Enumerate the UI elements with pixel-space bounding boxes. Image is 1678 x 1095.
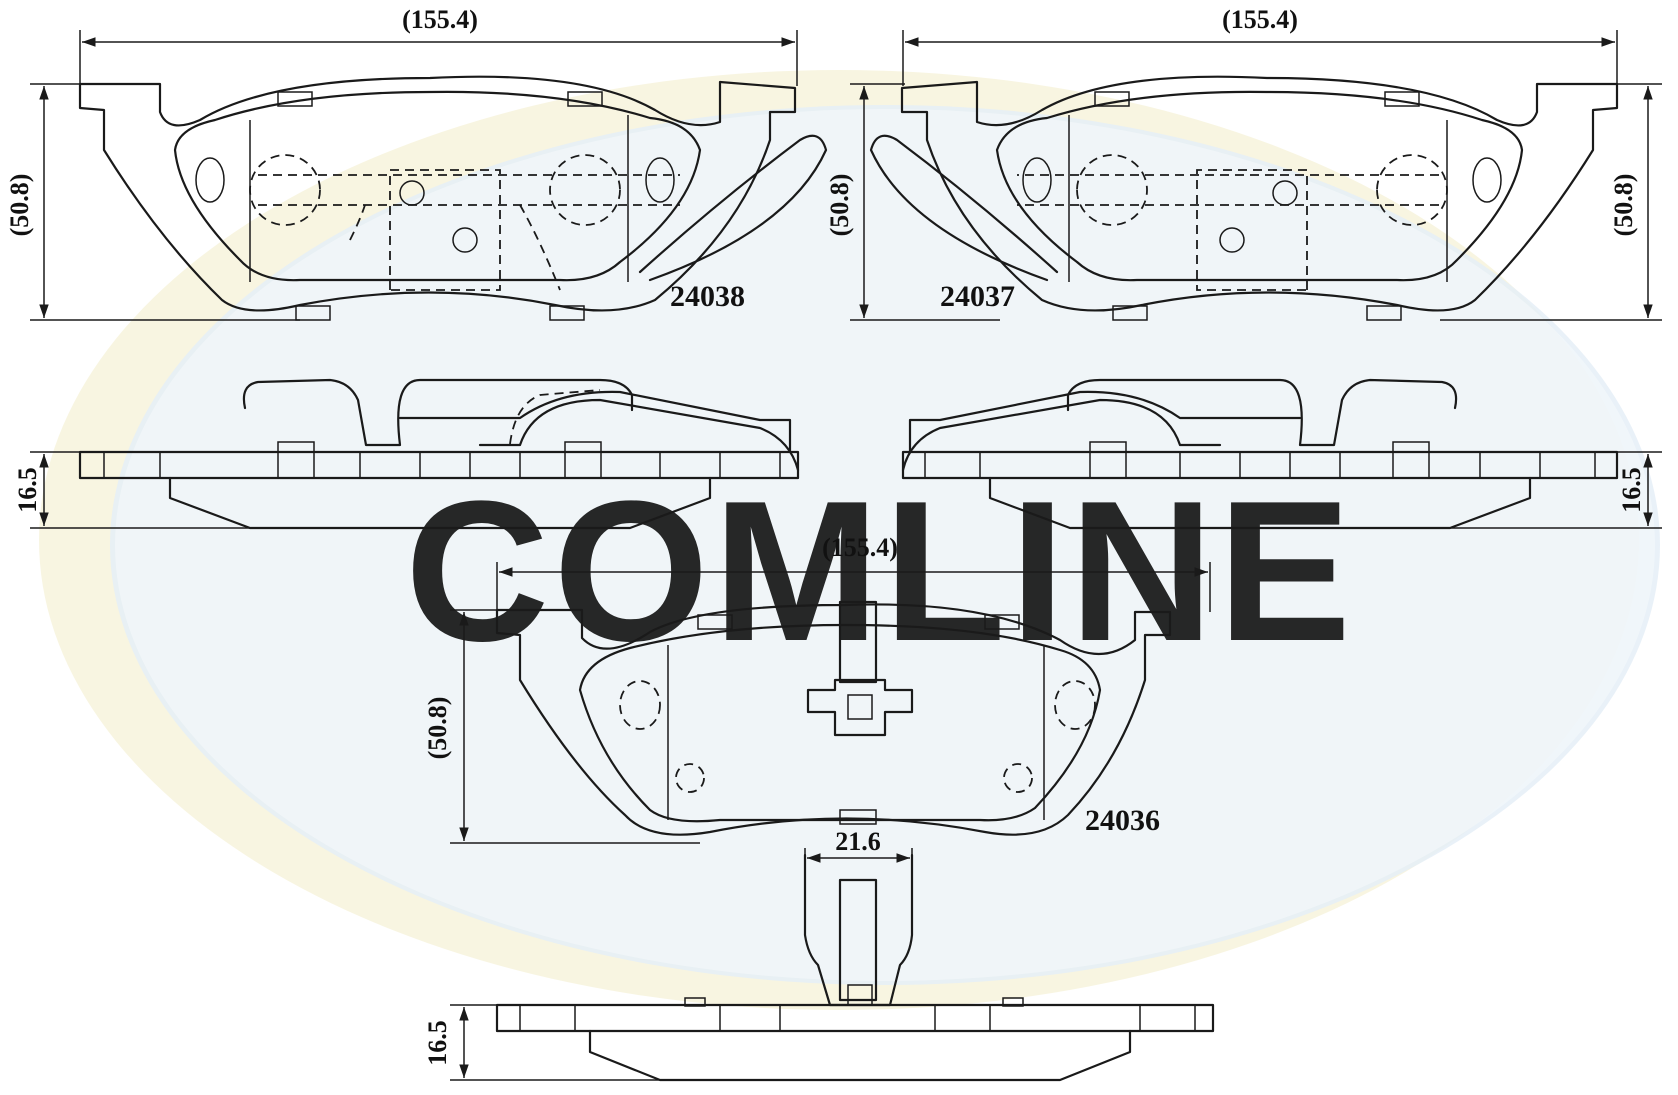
pad-24036-side-view [495, 853, 1215, 1082]
pad-24038-side-view [78, 378, 800, 530]
dim-top-right-height-right: (50.8) [1440, 83, 1662, 321]
part-number-24038: 24038 [670, 280, 745, 313]
dim-label: (155.4) [822, 533, 898, 562]
dim-top-right-width: (155.4) [902, 5, 1618, 86]
dim-top-right-height-left: (50.8) [825, 83, 1000, 321]
watermark: COMLINE [39, 70, 1660, 1010]
dim-label: (50.8) [423, 697, 452, 760]
dim-label: (155.4) [402, 5, 478, 34]
dim-label: 16.5 [13, 467, 42, 513]
dim-label: (155.4) [1222, 5, 1298, 34]
part-number-24036: 24036 [1085, 804, 1160, 837]
part-number-24037: 24037 [940, 280, 1015, 313]
dim-label: 21.6 [835, 827, 881, 856]
dim-bottom-thickness: 16.5 [423, 1004, 660, 1081]
watermark-oval [110, 105, 1660, 985]
pad-24038-front-view [78, 75, 828, 321]
dim-side-right-thickness: 16.5 [1450, 451, 1662, 529]
dim-label: (50.8) [5, 174, 34, 237]
pad-24036-front-view [495, 600, 1172, 836]
pad-24037-front-view [869, 75, 1619, 321]
dim-bottom-width: (155.4) [496, 533, 1211, 612]
dim-label: (50.8) [1609, 174, 1638, 237]
pad-24037-side-view [901, 378, 1619, 530]
dim-label: 16.5 [423, 1020, 452, 1066]
dim-top-left-height: (50.8) [5, 83, 300, 321]
dim-clip-width: 21.6 [804, 827, 913, 870]
dim-top-left-width: (155.4) [79, 5, 798, 86]
dim-side-left-thickness: 16.5 [13, 451, 250, 529]
dim-label: 16.5 [1617, 467, 1646, 513]
dim-label: (50.8) [825, 174, 854, 237]
dim-bottom-height: (50.8) [423, 609, 700, 844]
